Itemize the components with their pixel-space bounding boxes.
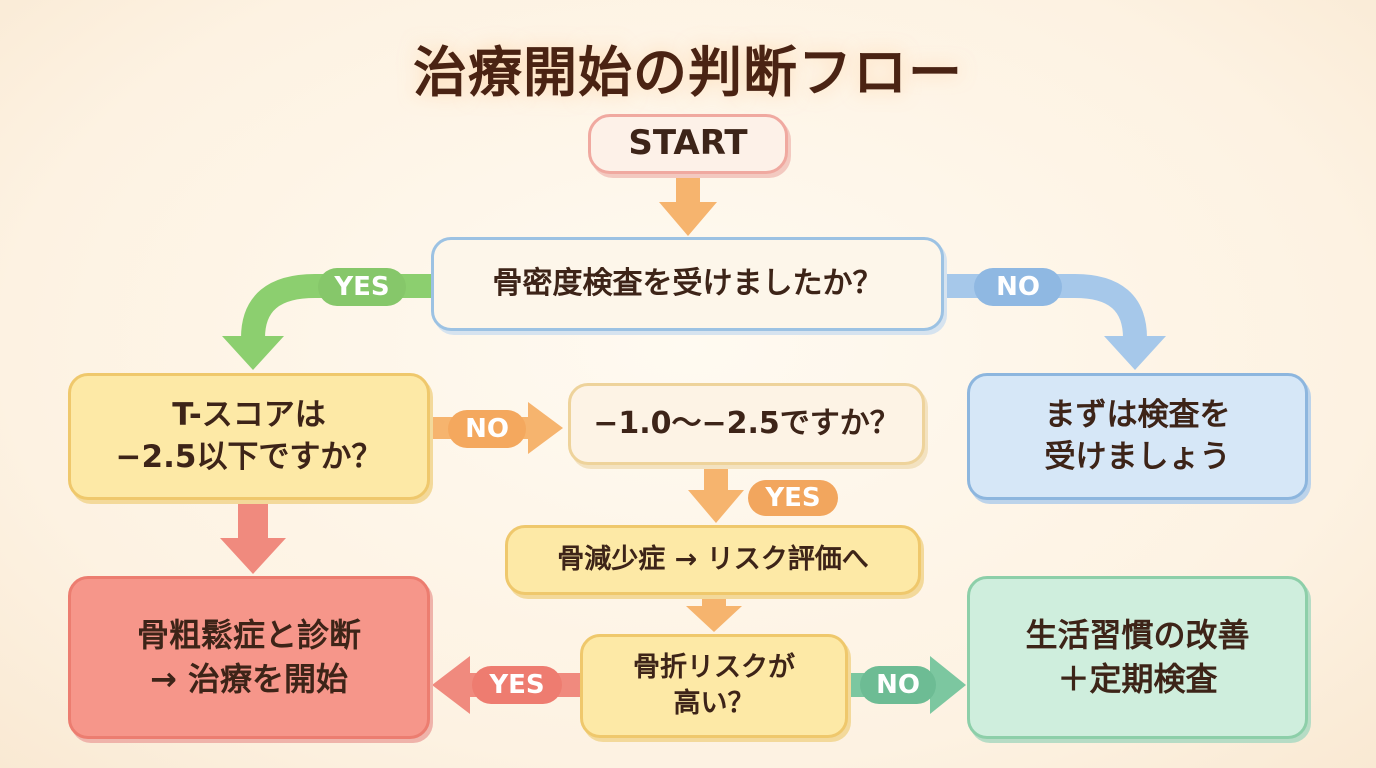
diagnosis-node: 骨粗鬆症と診断 → 治療を開始 [68,576,430,739]
bmd-yes-pill: YES [318,268,406,306]
fracture-no-pill: NO [860,666,936,704]
get-exam-line2: 受けましょう [1044,438,1231,475]
question-fracture-node: 骨折リスクが 高い？ [580,634,848,738]
arrow-bmd-yes [222,274,432,370]
diagnosis-line2: → 治療を開始 [150,659,348,698]
question-fracture-line2: 高い？ [673,688,755,719]
diagnosis-line1: 骨粗鬆症と診断 [136,616,361,655]
get-exam-line1: まずは検査を [1044,396,1231,433]
question-fracture-line1: 骨折リスクが [633,651,795,683]
question-tscore-node: T-スコアは −2.5以下ですか？ [68,373,430,500]
tscore-no-pill: NO [448,410,526,448]
arrow-tscore-yes [220,500,286,574]
range-yes-pill: YES [748,480,838,516]
question-range-label: −1.0〜−2.5ですか？ [593,405,900,441]
page-title: 治療開始の判断フロー [413,41,963,104]
arrow-bmd-no [944,274,1166,370]
lifestyle-line2: ＋定期検査 [1057,659,1218,698]
arrow-osteopenia-to-fracture [686,595,742,632]
question-bmd-label: 骨密度検査を受けましたか？ [492,265,883,301]
question-range-node: −1.0〜−2.5ですか？ [568,383,925,465]
fracture-yes-pill: YES [472,666,562,704]
start-label: START [628,123,748,164]
lifestyle-line1: 生活習慣の改善 [1025,616,1250,655]
question-tscore-line2: −2.5以下ですか？ [115,438,383,475]
bmd-no-pill: NO [974,268,1062,306]
osteopenia-node: 骨減少症 → リスク評価へ [505,525,921,595]
get-exam-node: まずは検査を 受けましょう [967,373,1308,500]
arrow-start-to-bmd [659,174,717,236]
lifestyle-node: 生活習慣の改善 ＋定期検査 [967,576,1308,739]
arrow-range-yes [688,465,744,523]
osteopenia-label: 骨減少症 → リスク評価へ [557,543,869,575]
question-tscore-line1: T-スコアは [172,396,326,433]
question-bmd-node: 骨密度検査を受けましたか？ [431,237,944,331]
start-node: START [588,114,788,174]
